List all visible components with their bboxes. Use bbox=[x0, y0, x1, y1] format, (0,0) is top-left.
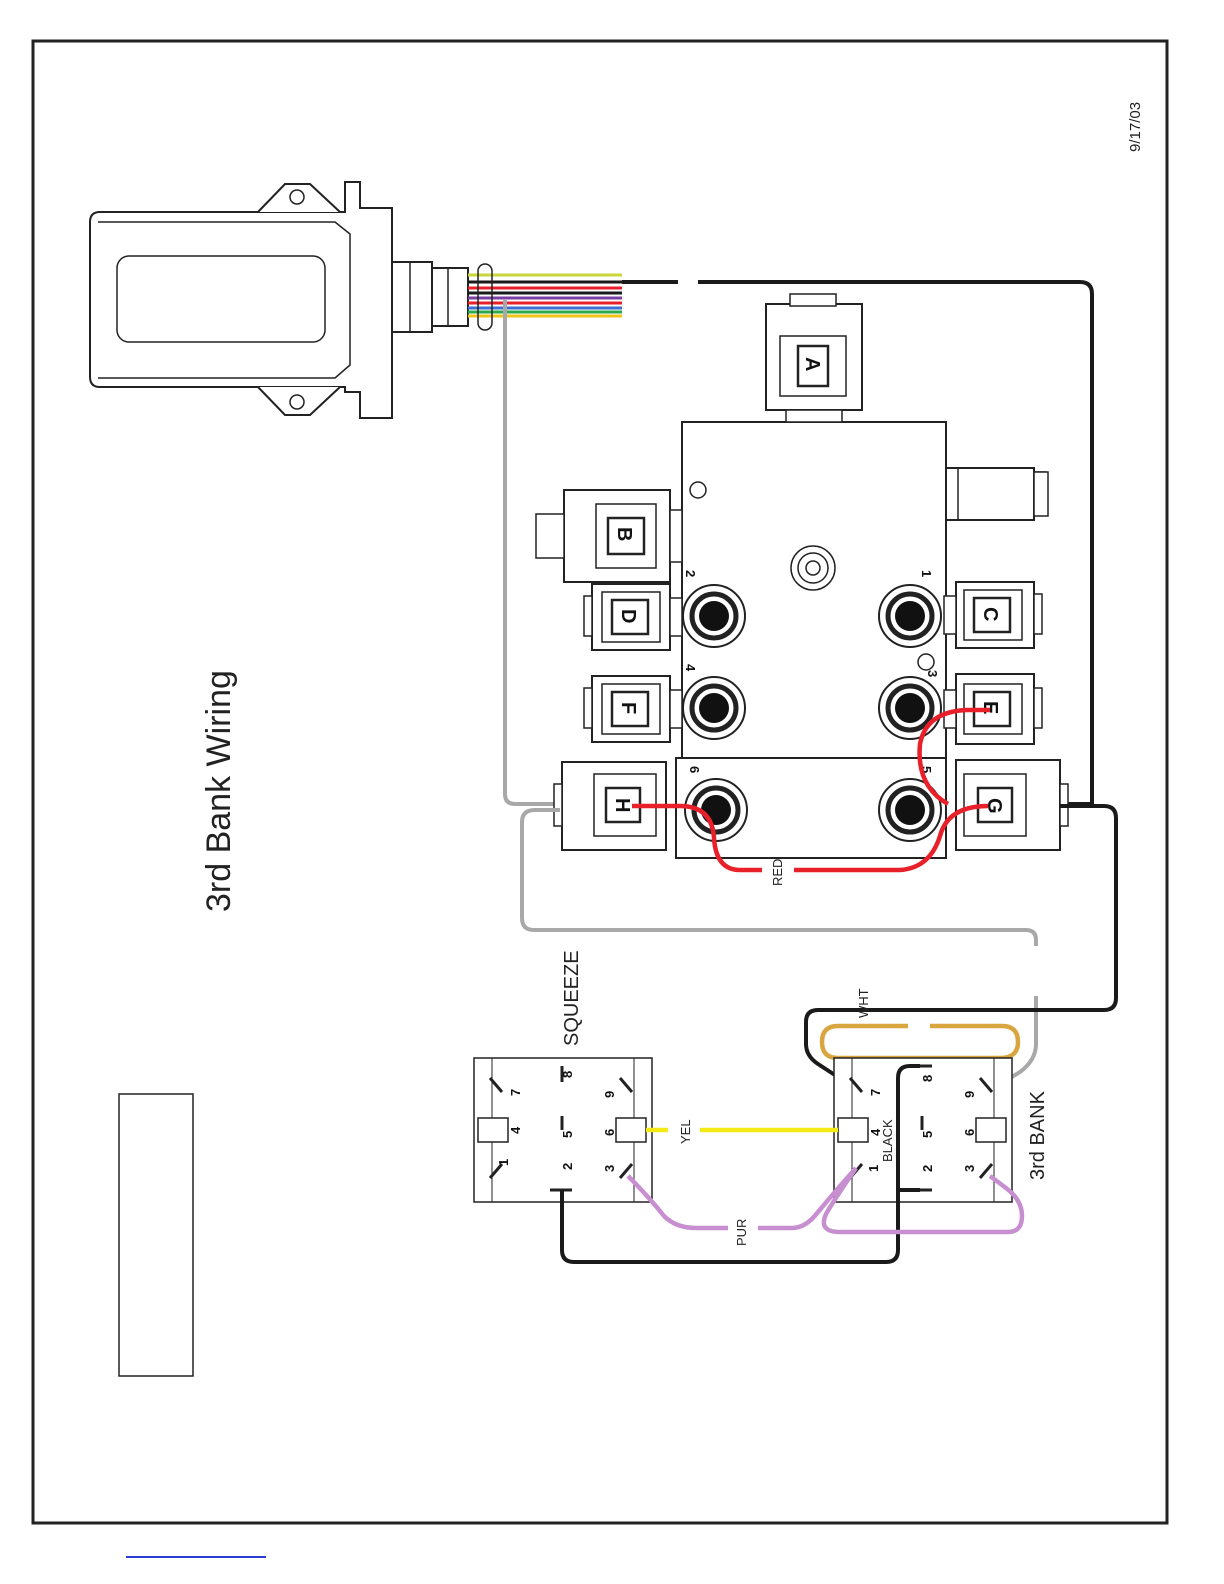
squeeze-pin-1: 1 bbox=[496, 1159, 511, 1166]
bank-pin-8: 8 bbox=[920, 1075, 935, 1082]
control-module bbox=[90, 182, 468, 418]
white-wire bbox=[822, 1026, 1018, 1058]
solenoid-b-label: B bbox=[613, 527, 635, 541]
port-4-label: 4 bbox=[683, 664, 698, 672]
squeeze-pin-5: 5 bbox=[560, 1131, 575, 1138]
third-bank-switch: 1 4 7 2 5 8 3 6 9 bbox=[834, 1058, 1012, 1202]
bank-pin-9: 9 bbox=[962, 1091, 977, 1098]
footer-link-underline[interactable] bbox=[126, 1556, 266, 1558]
squeeze-pin-6: 6 bbox=[602, 1129, 617, 1136]
squeeze-pin-9: 9 bbox=[602, 1091, 617, 1098]
solenoid-d-label: D bbox=[617, 609, 639, 623]
solenoid-c-label: C bbox=[979, 607, 1001, 621]
solenoid-f-label: F bbox=[617, 702, 639, 714]
solenoid-d: D bbox=[584, 584, 682, 650]
solenoid-e-label: E bbox=[979, 701, 1001, 714]
port-1-label: 1 bbox=[919, 570, 934, 577]
yellow-wire-label: YEL bbox=[678, 1119, 693, 1144]
title-block-box bbox=[119, 1094, 193, 1376]
red-wire-label: RED bbox=[770, 859, 785, 886]
solenoid-a-label: A bbox=[801, 357, 823, 371]
squeeze-pin-7: 7 bbox=[508, 1089, 523, 1096]
white-wire-label: WHT bbox=[856, 988, 871, 1018]
squeeze-switch: 1 4 7 2 5 8 3 6 9 bbox=[474, 1058, 652, 1202]
solenoid-a: A bbox=[766, 294, 862, 422]
purple-wire-label: PUR bbox=[734, 1219, 749, 1246]
squeeze-pin-3: 3 bbox=[602, 1165, 617, 1172]
squeeze-pin-8: 8 bbox=[560, 1071, 575, 1078]
date-label: 9/17/03 bbox=[1127, 102, 1144, 152]
solenoid-b: B bbox=[536, 490, 682, 582]
squeeze-pin-2: 2 bbox=[560, 1163, 575, 1170]
bank-pin-3: 3 bbox=[962, 1165, 977, 1172]
wire-harness bbox=[468, 264, 622, 330]
bank-pin-2: 2 bbox=[920, 1165, 935, 1172]
bank-pin-1: 1 bbox=[866, 1165, 881, 1172]
port-6-label: 6 bbox=[687, 766, 702, 773]
diagram-title: 3rd Bank Wiring bbox=[200, 670, 238, 912]
bank-pin-6: 6 bbox=[962, 1129, 977, 1136]
bank-pin-7: 7 bbox=[868, 1089, 883, 1096]
solenoid-c: C bbox=[944, 582, 1042, 648]
black-wire-label: BLACK bbox=[880, 1119, 895, 1162]
solenoid-h-label: H bbox=[611, 798, 633, 812]
solenoid-f: F bbox=[584, 676, 682, 742]
squeeze-label: SQUEEZE bbox=[561, 950, 583, 1046]
third-bank-label: 3rd BANK bbox=[1027, 1090, 1049, 1180]
bank-pin-5: 5 bbox=[920, 1131, 935, 1138]
squeeze-pin-4: 4 bbox=[508, 1126, 523, 1134]
port-3-label: 3 bbox=[925, 670, 940, 677]
port-2-label: 2 bbox=[683, 570, 698, 577]
